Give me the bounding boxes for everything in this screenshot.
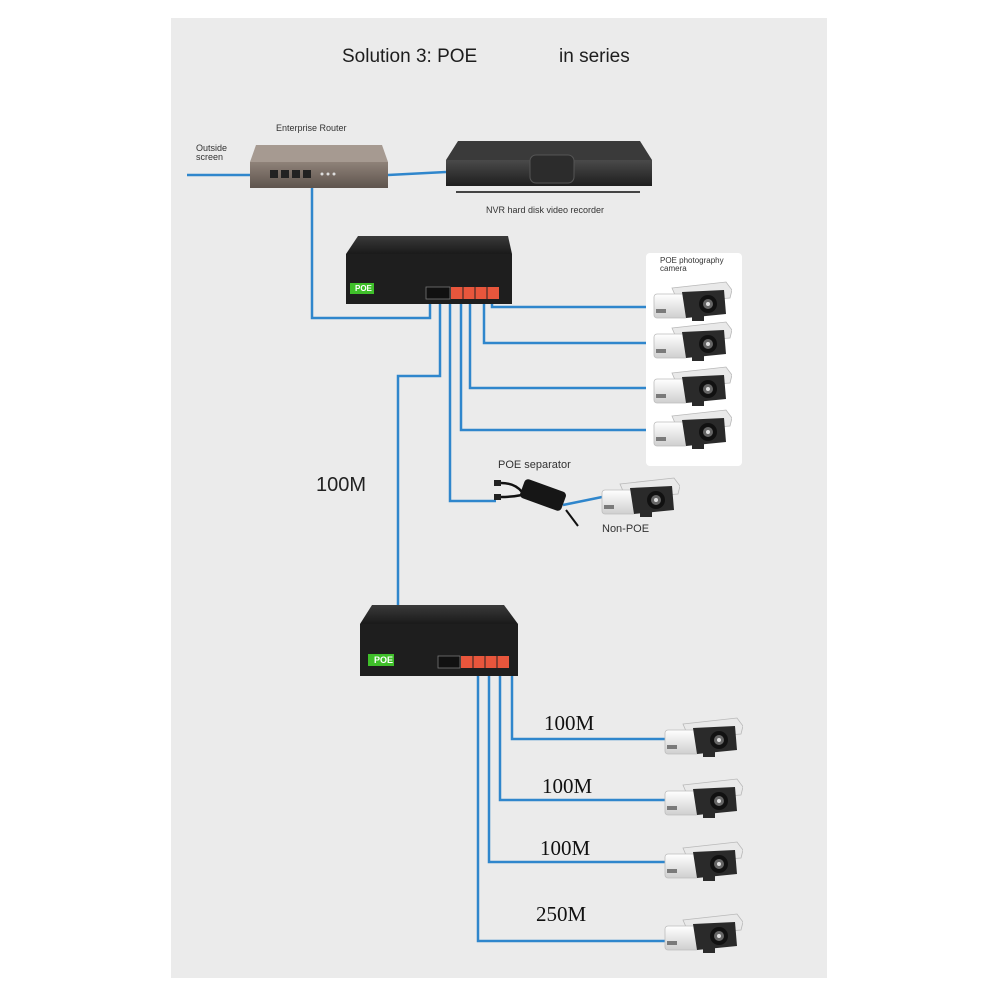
diagram-title-left: Solution 3: POE [342, 46, 478, 67]
camera-cable-1 [490, 304, 660, 309]
router-icon [250, 145, 388, 188]
nvr-label: NVR hard disk video recorder [486, 205, 605, 215]
camera-cable-3 [468, 304, 660, 390]
lower-camera-cable-2 [498, 670, 670, 802]
outside-screen-label: Outside screen [196, 143, 228, 162]
camera-icon [601, 477, 680, 518]
camera-cable-4 [459, 304, 660, 432]
camera-speed-label: 100M [542, 774, 593, 798]
switch2-logo: POE [374, 655, 394, 665]
lower-camera-cable-3 [487, 670, 670, 864]
diagram-title-right: in series [559, 46, 630, 67]
cascade-speed-label: 100M [316, 474, 367, 496]
router-to-switch1-cable [310, 186, 432, 320]
camera-speed-label: 100M [540, 836, 591, 860]
router-to-nvr-cable [387, 170, 447, 177]
camera-icon [664, 778, 743, 819]
nvr-icon [446, 141, 652, 193]
poe-switch-icon [346, 236, 512, 304]
cascade-cable [396, 304, 442, 610]
non-poe-cable [562, 494, 608, 507]
poe-splitter-icon [494, 479, 579, 527]
camera-group-label: POE photography camera [660, 256, 724, 273]
camera-speed-label: 250M [536, 902, 587, 926]
lower-camera-cable-4 [476, 670, 670, 943]
camera-icon [664, 717, 743, 758]
separator-cable [448, 304, 496, 503]
poe-switch-icon [360, 605, 518, 676]
camera-icon [664, 841, 743, 882]
non-poe-label: Non-POE [602, 523, 650, 535]
camera-speed-label: 100M [544, 711, 595, 735]
poe-separator-label: POE separator [498, 459, 571, 471]
camera-icon [664, 913, 743, 954]
cables [187, 170, 670, 943]
camera-cable-2 [482, 304, 660, 345]
switch1-logo: POE [355, 284, 372, 293]
lower-camera-cable-1 [510, 670, 670, 741]
router-label: Enterprise Router [276, 123, 347, 133]
